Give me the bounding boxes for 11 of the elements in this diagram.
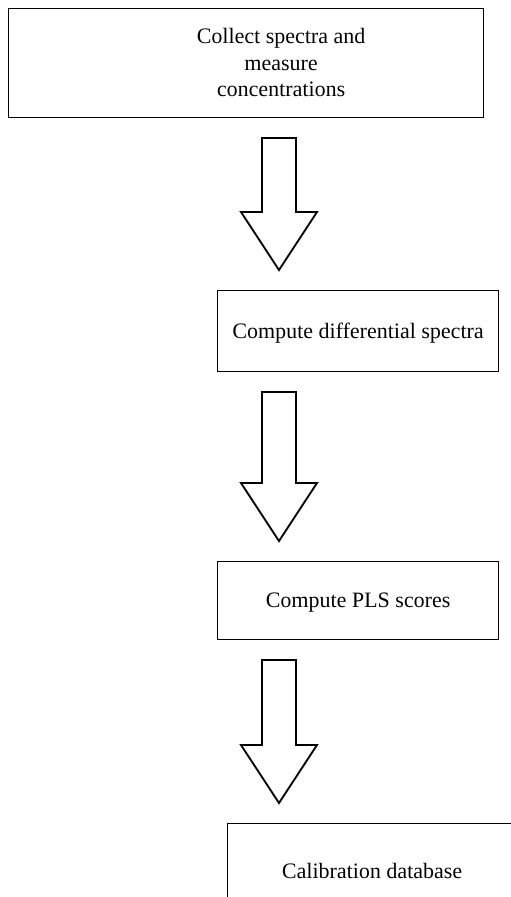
block-arrow	[239, 391, 319, 543]
box-label: Calibration database	[282, 858, 462, 884]
process-box	[8, 8, 484, 118]
box-label: Compute PLS scores	[266, 587, 450, 614]
process-box	[227, 823, 511, 897]
box-label: Collect spectra and measure concentrations	[196, 23, 366, 103]
process-box	[217, 561, 499, 640]
box-label: Compute differential spectra	[232, 318, 484, 344]
block-arrow	[239, 659, 319, 805]
block-arrow	[239, 137, 319, 272]
process-box	[217, 290, 499, 372]
